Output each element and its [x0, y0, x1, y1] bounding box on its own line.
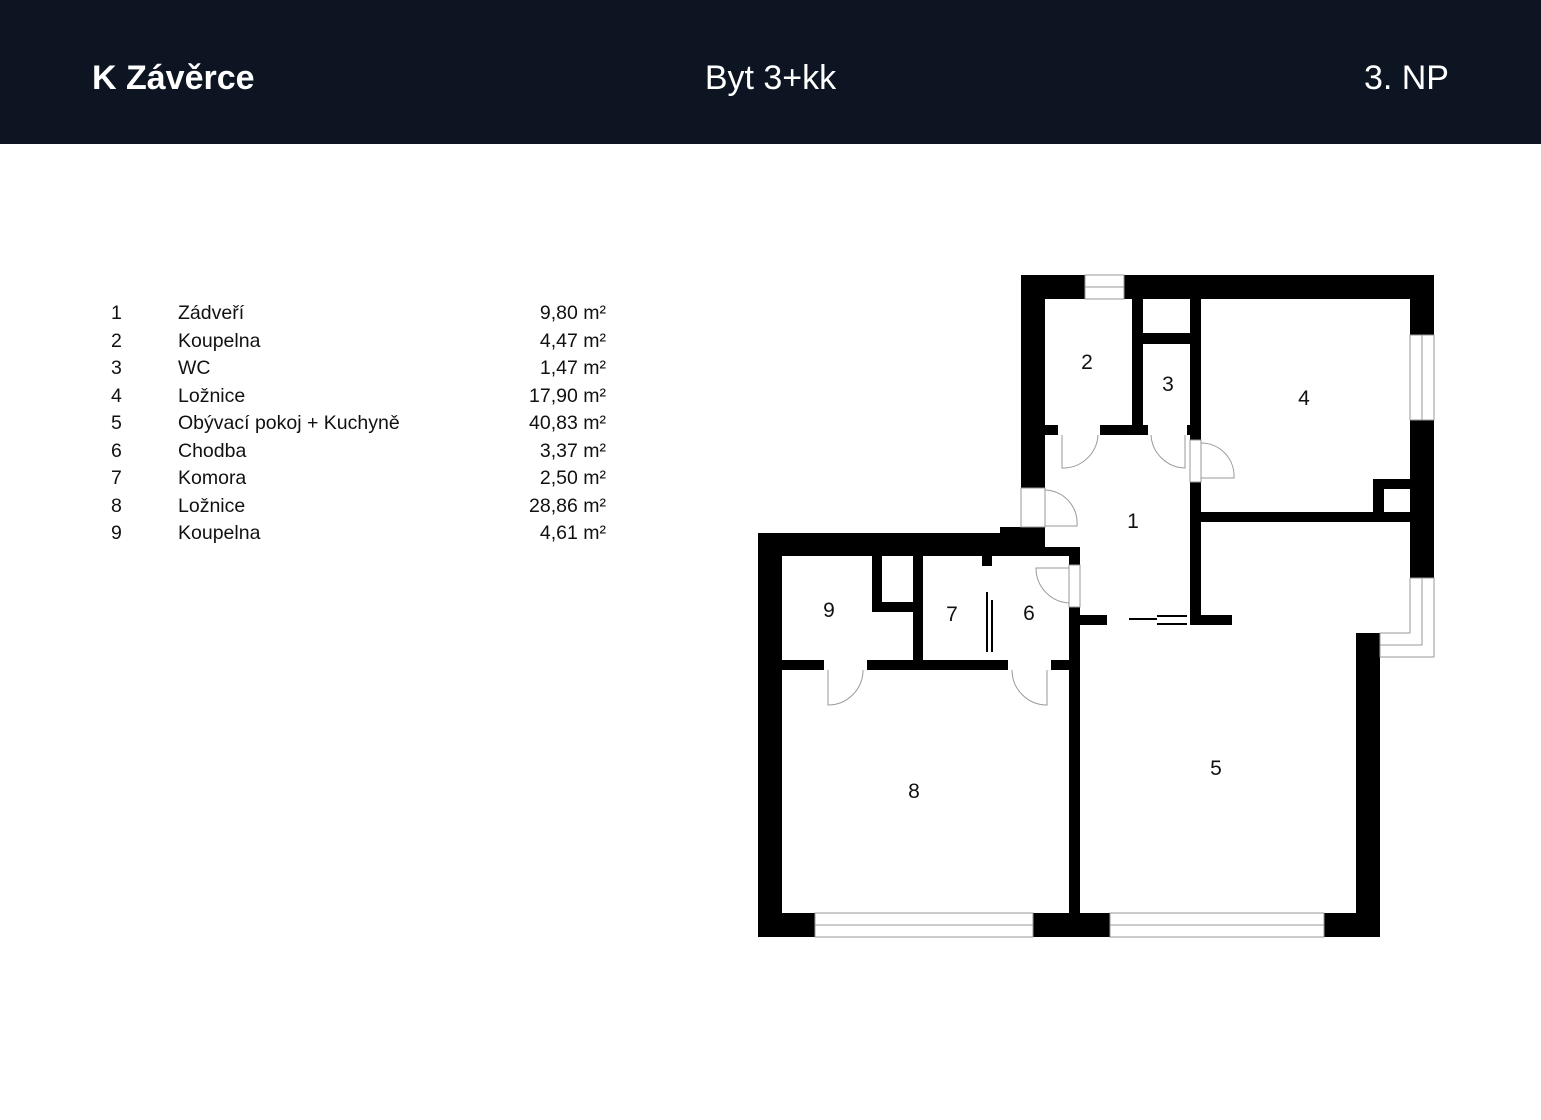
room-label-8: 8: [908, 780, 920, 803]
room-area: 3,37 m²: [539, 439, 606, 462]
sliding-doors: [986, 592, 1187, 652]
room-area: 40,83 m²: [529, 412, 606, 434]
legend-row: 7 Komora 2,50 m²: [100, 466, 606, 494]
legend-row: 1 Zádveří 9,80 m²: [100, 301, 606, 329]
room-number: 2: [111, 329, 122, 352]
legend-row: 9 Koupelna 4,61 m²: [100, 521, 606, 549]
room-area: 4,61 m²: [539, 522, 606, 544]
room-number: 7: [111, 467, 122, 489]
floor-label: 3. NP: [1363, 59, 1449, 97]
room-number: 3: [111, 357, 122, 379]
room-label-5: 5: [1210, 757, 1222, 780]
header-bar: K Závěrce Byt 3+kk 3. NP: [0, 0, 1541, 144]
legend-row: 6 Chodba 3,37 m²: [100, 439, 606, 467]
room-name: Obývací pokoj + Kuchyně: [178, 412, 400, 434]
room-area: 9,80 m²: [539, 302, 606, 324]
room-label-1: 1: [1127, 510, 1139, 533]
room-number: 1: [111, 302, 122, 324]
room-area: 2,50 m²: [539, 467, 606, 489]
legend-row: 4 Ložnice 17,90 m²: [100, 384, 606, 412]
legend-row: 8 Ložnice 28,86 m²: [100, 494, 606, 522]
legend-row: 2 Koupelna 4,47 m²: [100, 329, 606, 357]
unit-type: Byt 3+kk: [704, 59, 837, 97]
room-label-4: 4: [1298, 387, 1310, 410]
room-area: 4,47 m²: [539, 329, 606, 352]
room-name: Ložnice: [178, 384, 246, 407]
room-name: Chodba: [178, 439, 247, 462]
room-label-9: 9: [823, 599, 835, 622]
windows-and-doors: [814, 274, 1435, 938]
legend-row: 5 Obývací pokoj + Kuchyně 40,83 m²: [100, 411, 606, 439]
walls: [758, 275, 1434, 937]
room-area: 28,86 m²: [529, 494, 606, 517]
room-label-3: 3: [1162, 373, 1174, 396]
room-area: 1,47 m²: [539, 357, 606, 379]
room-label-7: 7: [946, 603, 958, 626]
room-number: 5: [111, 412, 122, 434]
room-number: 9: [111, 522, 122, 544]
room-label-2: 2: [1081, 351, 1093, 374]
room-number: 4: [111, 384, 122, 407]
room-name: WC: [178, 357, 211, 379]
room-label-6: 6: [1023, 602, 1035, 625]
room-number: 8: [111, 494, 122, 517]
legend-row: 3 WC 1,47 m²: [100, 356, 606, 384]
room-name: Koupelna: [178, 329, 261, 352]
room-name: Komora: [178, 467, 247, 489]
room-name: Ložnice: [178, 494, 246, 517]
room-name: Zádveří: [178, 302, 245, 324]
room-area: 17,90 m²: [529, 384, 606, 407]
project-name: K Závěrce: [92, 59, 255, 97]
room-number: 6: [111, 439, 122, 462]
room-name: Koupelna: [178, 522, 261, 544]
